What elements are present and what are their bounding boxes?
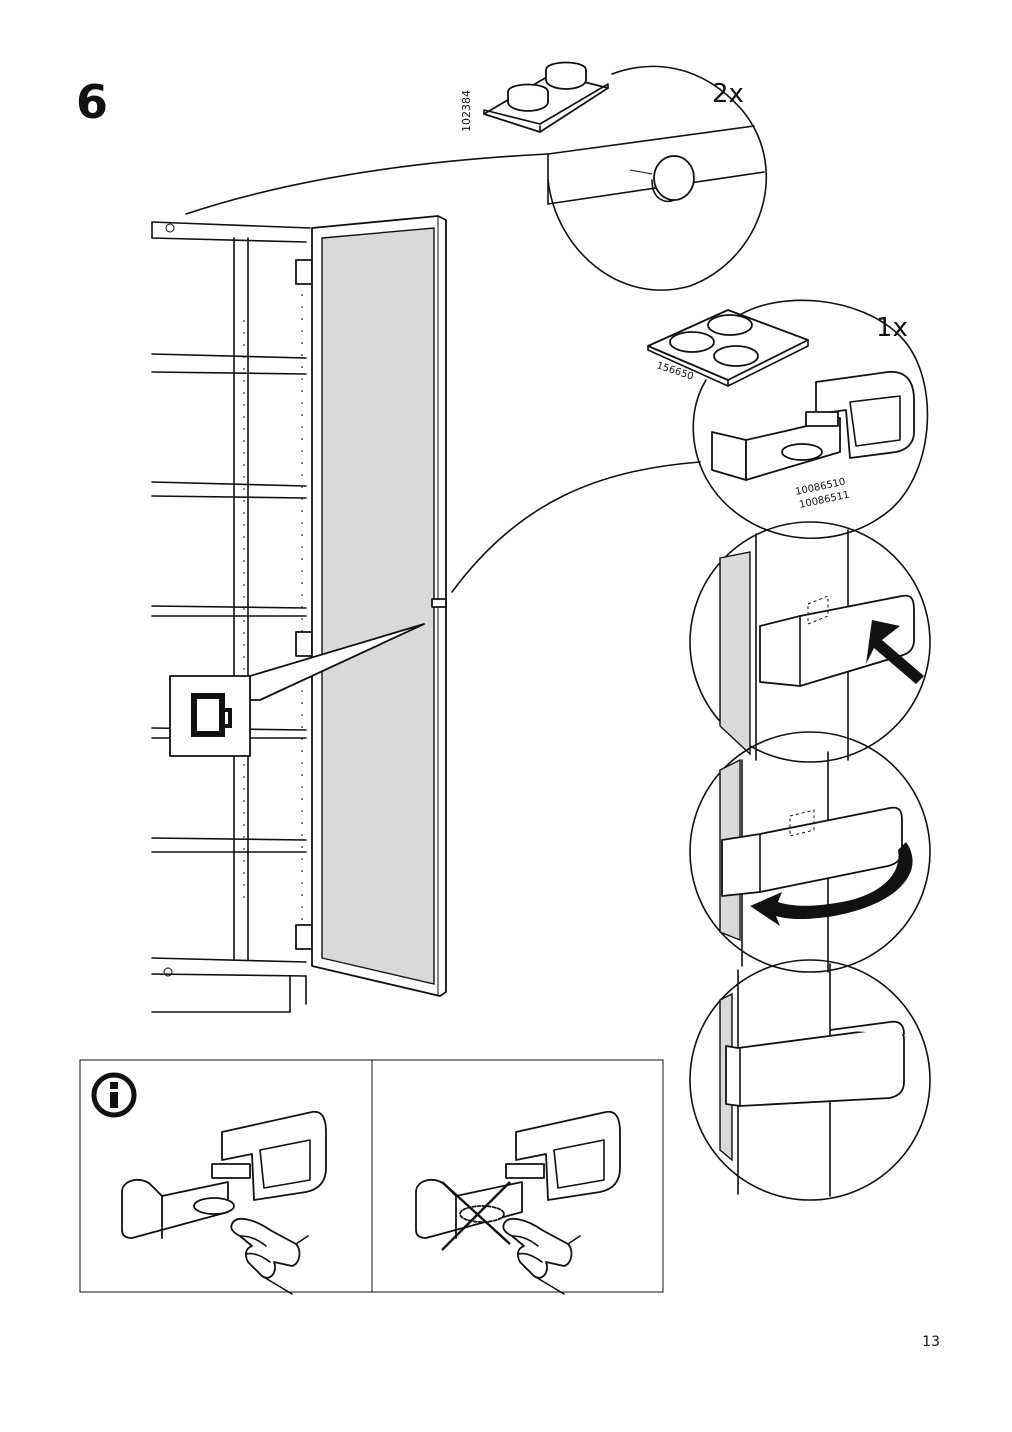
page-number: 13 xyxy=(922,1334,940,1350)
handle-position-marker xyxy=(431,598,447,608)
bumper-pads-part: 102384 xyxy=(460,61,609,133)
step-number: 6 xyxy=(76,75,108,129)
bumper-detail-circle xyxy=(185,65,767,291)
finger-press-icon-2 xyxy=(502,1217,581,1295)
info-panel xyxy=(79,1059,664,1295)
correct-handle-example xyxy=(121,1110,327,1295)
bumper-quantity: 2x xyxy=(712,79,744,109)
bumper-article-number: 102384 xyxy=(460,90,473,132)
install-step-circle-2 xyxy=(689,731,931,973)
install-step-circle-3 xyxy=(689,959,931,1201)
rotate-arrow-icon xyxy=(750,842,913,926)
position-callout xyxy=(169,623,425,757)
push-arrow-icon xyxy=(866,620,924,684)
cabinet-illustration xyxy=(151,215,447,1013)
finger-press-icon xyxy=(230,1217,309,1295)
handle-detail-circle: 10086510 10086511 xyxy=(692,299,929,539)
install-step-circle-1 xyxy=(689,521,931,763)
bumper-hole-top xyxy=(165,223,175,233)
callout-line-handle xyxy=(451,461,701,593)
mirror-door xyxy=(311,215,447,997)
adhesive-pads-part: 156650 xyxy=(647,309,809,387)
info-icon xyxy=(91,1072,137,1118)
bumper-hole-bottom xyxy=(163,967,173,977)
incorrect-handle-example xyxy=(415,1110,621,1295)
cross-mark-icon xyxy=(441,1181,511,1251)
